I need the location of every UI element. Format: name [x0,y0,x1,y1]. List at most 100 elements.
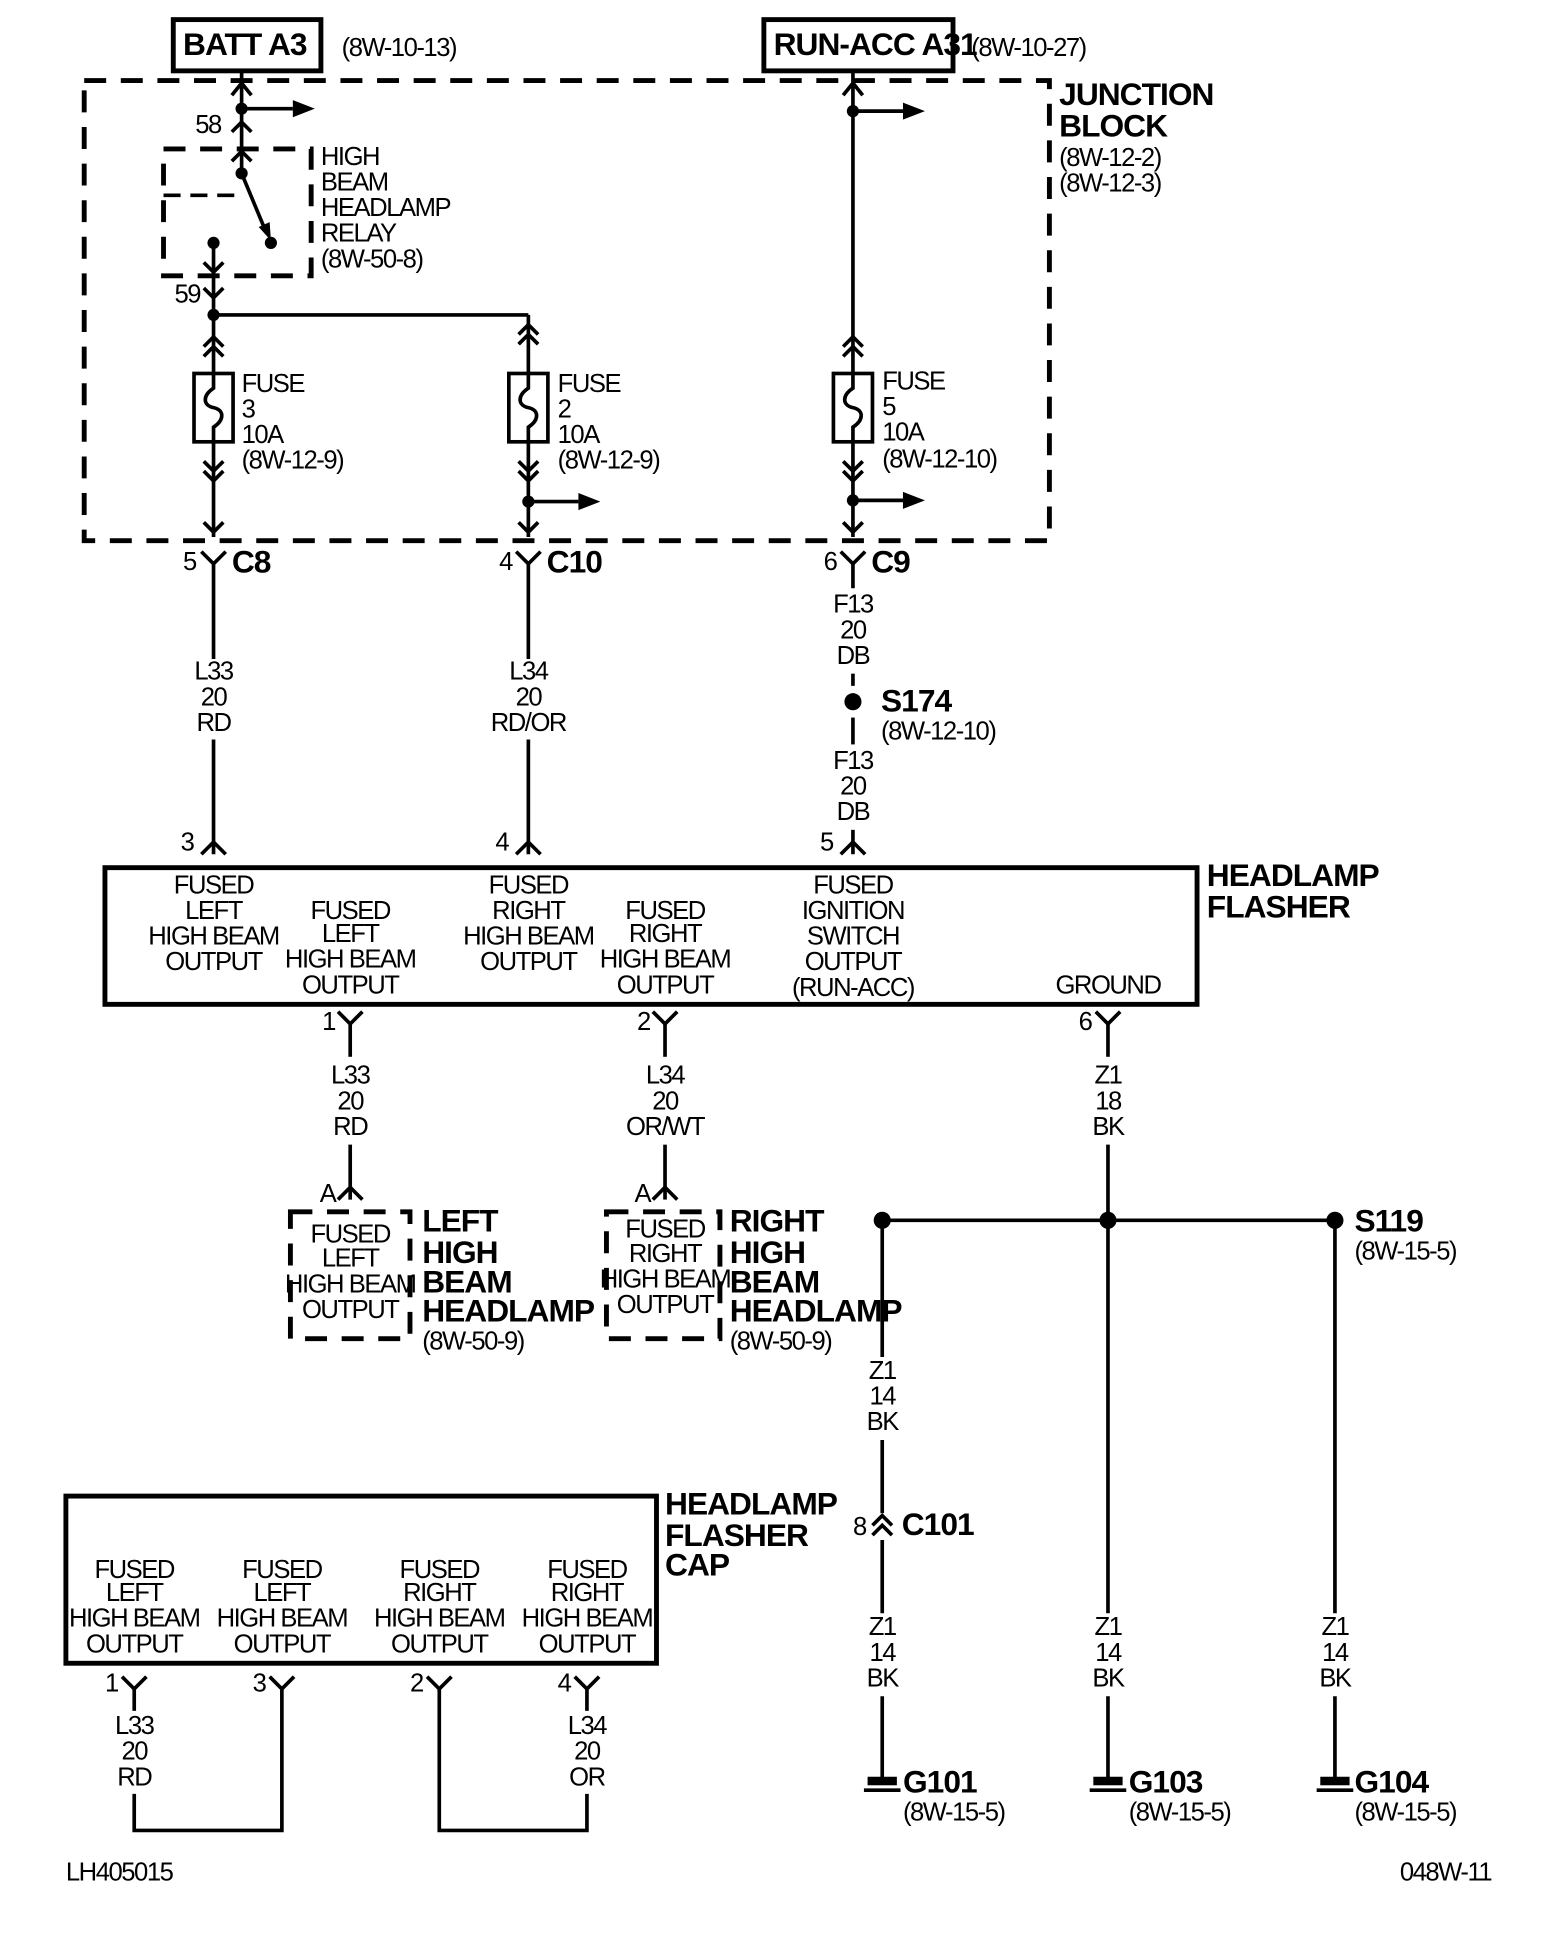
connector-c9-symbol [839,550,867,589]
wire-z1-18-code: Z1 [1094,1062,1121,1090]
ground-g104-ref: (8W-15-5) [1354,1799,1456,1827]
run-acc-a31-label: RUN-ACC A31 [774,26,977,62]
flasher-pin-1: 1 [322,1008,335,1036]
flasher-pin-1-symbol [336,1010,364,1027]
flasher-cell-1: FUSED LEFT HIGH BEAM OUTPUT [148,871,280,976]
batt-feed [230,70,315,154]
connector-c101-pin: 8 [853,1513,867,1541]
wire-l33-code: L33 [194,658,234,686]
splice-s174-name: S174 [881,682,953,718]
cap-cell-1-line-1: FUSED [94,1556,174,1584]
right-lamp-inner-4: OUTPUT [617,1291,715,1319]
cap-pin-4: 4 [558,1669,572,1697]
batt-a3-label: BATT A3 [183,26,307,62]
cap-title-3: CAP [665,1546,730,1582]
cap-wire-b-code: L34 [568,1712,608,1740]
ground-g101-ref: (8W-15-5) [903,1799,1005,1827]
cap-cell-4: FUSED RIGHT HIGH BEAM OUTPUT [522,1556,654,1658]
flasher-cell-2: FUSED LEFT HIGH BEAM OUTPUT [285,897,417,999]
flasher-cell-1-line-4: OUTPUT [165,948,263,976]
cap-cell-2-line-4: OUTPUT [234,1630,332,1658]
flasher-cell-5-line-5: (RUN-ACC) [792,974,914,1002]
flasher-title-1: HEADLAMP [1207,857,1380,893]
right-headlamp-box [604,1209,723,1342]
cap-cell-3: FUSED RIGHT HIGH BEAM OUTPUT [374,1556,506,1658]
relay-label-3: HEADLAMP [321,194,451,222]
splice-s174-dot [844,693,862,711]
flasher-cell-3-line-1: FUSED [489,871,569,899]
flasher-cell-2-line-4: OUTPUT [302,971,400,999]
wire-l34-code: L34 [509,658,549,686]
connector-c10-pin: 4 [499,548,513,576]
fuse-3-label-1: FUSE [242,370,305,398]
ground-g104-symbol [1316,1776,1354,1792]
flasher-cell-3-line-2: RIGHT [492,897,566,925]
wire-f13-a-code: F13 [833,591,874,619]
flasher-pin-4-symbol [514,839,542,856]
wire-l33-color: RD [197,709,232,737]
cap-pin-2-symbol [425,1675,453,1692]
right-lamp-title-4: HEADLAMP [730,1293,903,1329]
connector-c8-name: C8 [232,543,271,579]
fuse-2-label-2: 2 [558,395,571,423]
left-lamp-ref: (8W-50-9) [422,1328,524,1356]
ground-g103-ref: (8W-15-5) [1129,1799,1231,1827]
cap-cell-1-line-2: LEFT [106,1579,165,1607]
wire-z1-18-gauge: 18 [1095,1087,1122,1115]
wire-f13-a-gauge: 20 [840,616,867,644]
left-lamp-title-3: BEAM [422,1263,512,1299]
left-lamp-inner-1: FUSED [310,1220,390,1248]
left-lamp-pin-symbol [336,1184,364,1201]
connector-c10-name: C10 [547,543,603,579]
high-beam-relay-box [161,146,314,279]
wire-f13-b-code: F13 [833,747,874,775]
left-lamp-title-1: LEFT [422,1202,499,1238]
flasher-pin-3-symbol [200,839,228,856]
cap-cell-2-line-2: LEFT [253,1579,312,1607]
cap-cell-1: FUSED LEFT HIGH BEAM OUTPUT [69,1556,201,1658]
wire-z1-18-color: BK [1092,1113,1125,1141]
fuse-5-label-3: 10A [882,419,926,447]
relay-label-1: HIGH [321,143,379,171]
left-lamp-inner-2: LEFT [322,1245,381,1273]
wire-out-l34-code: L34 [646,1062,686,1090]
splice-s119-name: S119 [1354,1202,1423,1238]
g101-wire-upper-gauge: 14 [869,1383,896,1411]
fuse-3-symbol [192,314,235,537]
fuse-2-label-3: 10A [558,421,602,449]
splice-s174-ref: (8W-12-10) [881,718,995,746]
wire-out-l34-gauge: 20 [652,1087,679,1115]
g103-wire-code: Z1 [1094,1613,1121,1641]
cap-cell-2-line-3: HIGH BEAM [217,1605,348,1633]
cap-cell-4-line-3: HIGH BEAM [522,1605,653,1633]
batt-a3-ref: (8W-10-13) [342,34,456,62]
left-lamp-pin: A [320,1180,338,1208]
flasher-cell-5: FUSED IGNITION SWITCH OUTPUT (RUN-ACC) [792,871,915,1002]
wire-out-l33-code: L33 [331,1062,371,1090]
flasher-cell-ground: GROUND [1055,971,1161,999]
flasher-cell-5-line-3: SWITCH [807,923,899,951]
flasher-cell-1-line-3: HIGH BEAM [148,923,279,951]
connector-c8-symbol [200,550,228,660]
cap-pin-3-symbol [268,1675,296,1692]
cap-wire-b-gauge: 20 [574,1738,601,1766]
left-lamp-title-2: HIGH [422,1234,497,1270]
flasher-cell-5-line-2: IGNITION [802,897,904,925]
relay-label-4: RELAY [321,220,397,248]
flasher-cell-4-line-1: FUSED [625,897,705,925]
cap-pin-1: 1 [105,1669,118,1697]
flasher-pin-6-symbol [1094,1010,1122,1027]
flasher-cell-3-line-3: HIGH BEAM [463,923,594,951]
right-lamp-title-2: HIGH [730,1234,805,1270]
connector-c8-pin: 5 [183,548,197,576]
cap-jumper-a [132,1688,284,1833]
fuse-5-label-1: FUSE [882,367,945,395]
junction-block-title-2: BLOCK [1059,108,1168,144]
fuse-3-label-2: 3 [242,395,256,423]
g104-wire-color: BK [1319,1664,1352,1692]
flasher-pin-6: 6 [1079,1008,1093,1036]
ground-g103-name: G103 [1129,1764,1203,1800]
flasher-cell-2-line-3: HIGH BEAM [285,946,416,974]
cap-pin-1-symbol [120,1675,148,1692]
